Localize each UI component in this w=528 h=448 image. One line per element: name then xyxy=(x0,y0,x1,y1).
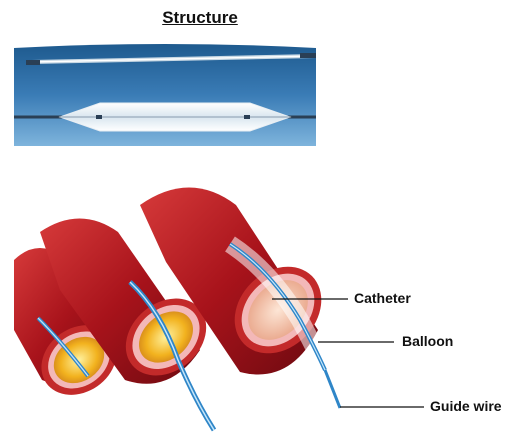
catheter-label: Catheter xyxy=(354,290,411,306)
catheter-photo-panel xyxy=(14,44,316,146)
balloon-label: Balloon xyxy=(402,333,453,349)
guide-wire-label: Guide wire xyxy=(430,398,502,414)
